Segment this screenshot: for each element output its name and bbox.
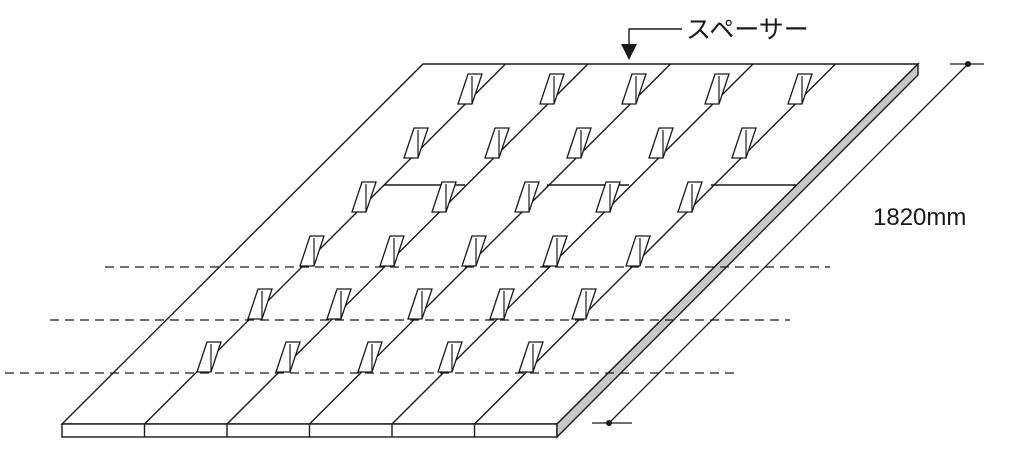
spacer-block (677, 181, 703, 213)
spacer-block (437, 341, 463, 373)
spacer-block (484, 127, 510, 159)
spacer-block (299, 235, 325, 267)
spacer-block (595, 181, 621, 213)
spacer-block (731, 127, 757, 159)
dimension-dot-top (965, 61, 971, 67)
panel-side-edge (556, 62, 919, 439)
spacer-block (407, 288, 433, 320)
spacer-block (566, 127, 592, 159)
spacer-block (787, 73, 813, 105)
spacer-block (351, 181, 377, 213)
spacer-block (275, 341, 301, 373)
spacer-label: スペーサー (686, 16, 809, 44)
spacer-block (457, 73, 483, 105)
spacer-block (621, 73, 647, 105)
spacer-block (403, 127, 429, 159)
spacer-block (247, 288, 273, 320)
dimension-line (608, 63, 969, 424)
spacer-block (542, 235, 568, 267)
callout-leader-line (628, 28, 682, 52)
dashed-reference-lines (5, 266, 830, 374)
front-edge-dividers (143, 424, 476, 437)
spacer-block (704, 73, 730, 105)
spacer-callout: スペーサー (621, 16, 809, 60)
spacer-block (648, 127, 674, 159)
spacer-block (539, 73, 565, 105)
spacer-block (431, 181, 457, 213)
spacer-block (379, 235, 405, 267)
spacer-block (489, 288, 515, 320)
dimension-label: 1820mm (873, 204, 966, 231)
spacer-block (326, 288, 352, 320)
spacer-block (196, 341, 222, 373)
spacer-block (357, 341, 383, 373)
dimension-dot-bottom (606, 420, 612, 426)
spacer-blocks (196, 73, 813, 373)
spacer-block (571, 288, 597, 320)
dimension-indicator: 1820mm (592, 61, 984, 426)
spacer-block (518, 341, 544, 373)
spacer-block (514, 181, 540, 213)
spacer-block (625, 235, 651, 267)
callout-arrowhead-icon (621, 44, 637, 60)
spacer-block (461, 235, 487, 267)
